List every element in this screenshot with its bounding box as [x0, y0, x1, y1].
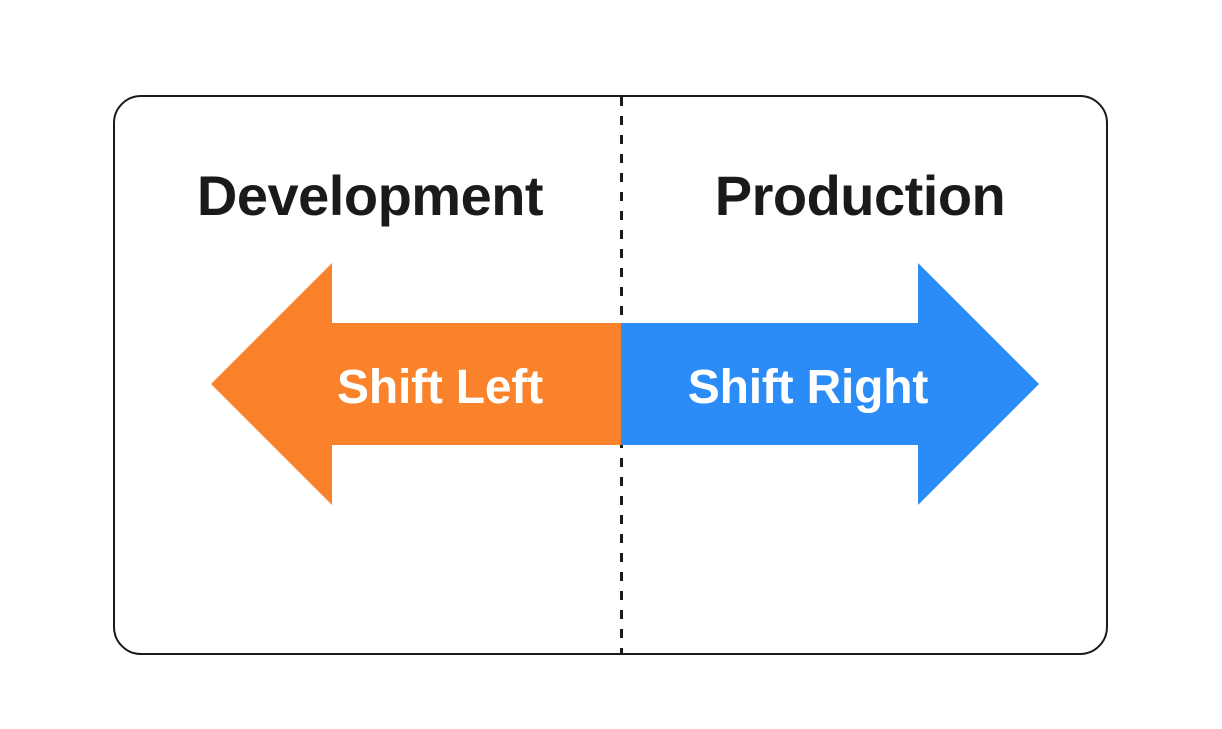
- stage-label-development: Development: [196, 164, 544, 227]
- shift-right-arrow-shape: [621, 263, 1039, 505]
- shift-left-arrow: [211, 263, 623, 505]
- stage-label-production: Production: [714, 164, 1006, 227]
- shift-left-arrow-shape: [211, 263, 623, 505]
- shift-right-arrow: [621, 263, 1039, 505]
